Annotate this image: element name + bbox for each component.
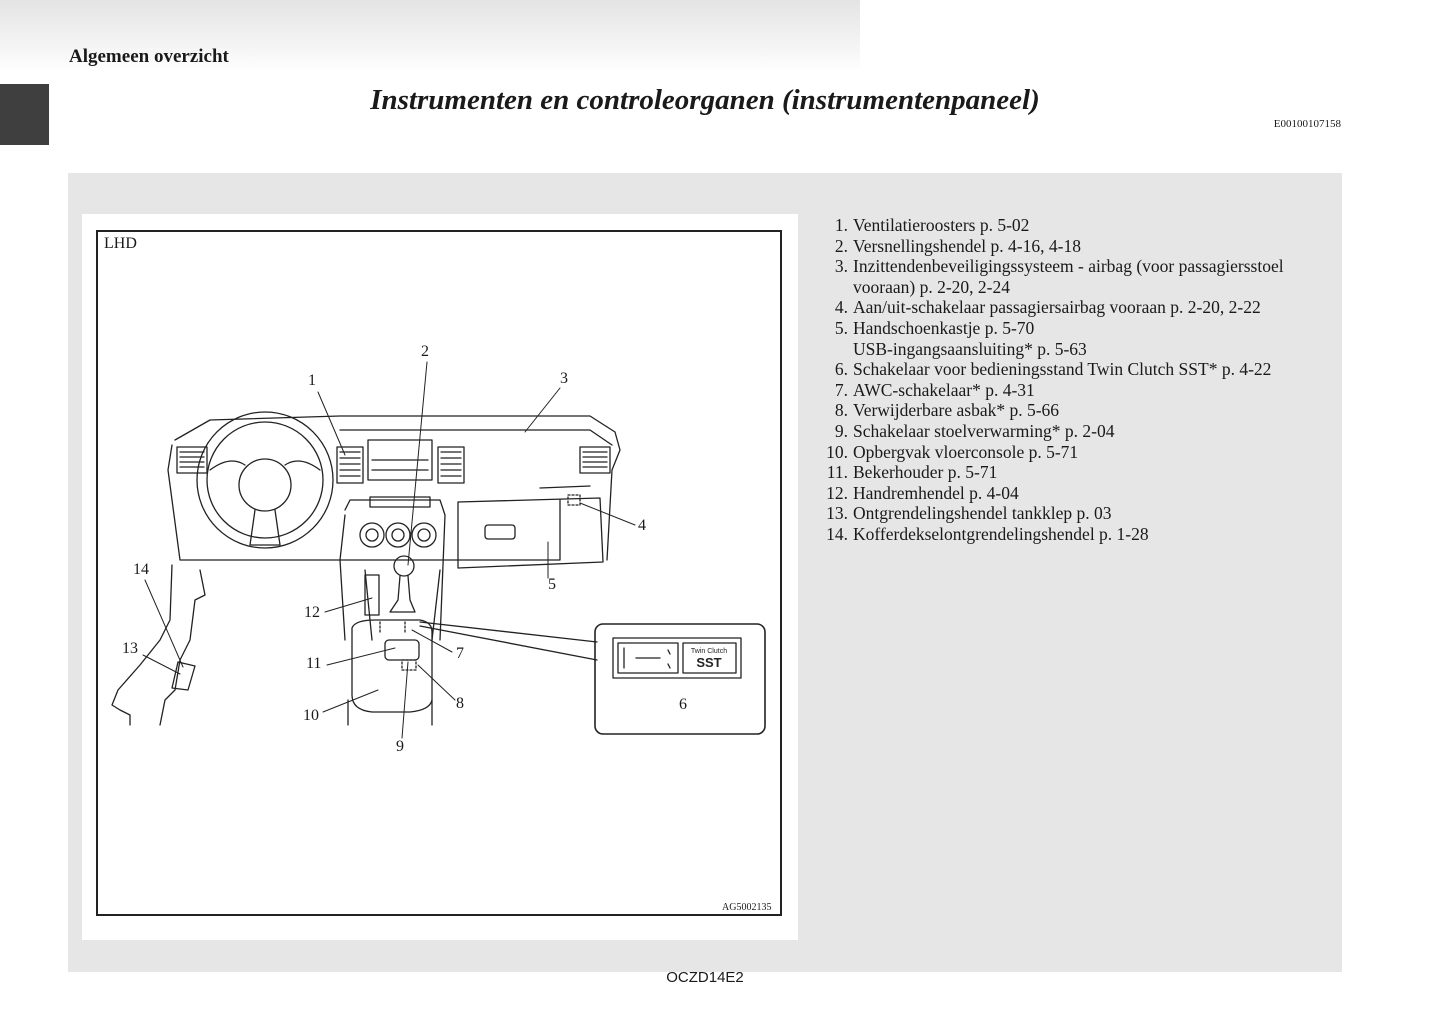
legend-item: 14. Kofferdekselontgrendelingshendel p. … [826,523,1149,544]
callout-4: 4 [638,517,646,534]
callout-13: 13 [122,640,138,657]
center-console [347,555,441,726]
callout-8: 8 [456,695,464,712]
section-label: Algemeen overzicht [69,46,229,67]
callout-14: 14 [133,561,149,578]
legend-item: 8. Verwijderbare asbak* p. 5-66 [834,400,1060,421]
figure-variant-label: LHD [104,235,137,252]
steering-wheel [196,411,334,549]
legend-item: 11. Bekerhouder p. 5-71 [826,462,998,483]
callout-1: 1 [308,372,316,389]
air-vents [176,446,611,484]
callout-2: 2 [421,343,429,360]
callout-7: 7 [456,645,464,662]
left-footwell [111,564,206,726]
callout-9: 9 [396,738,404,755]
leader-lines [142,361,636,739]
audio-unit [367,439,433,508]
callout-6: 6 [679,696,687,713]
callout-3: 3 [560,370,568,387]
legend-item: 7. AWC-schakelaar* p. 4-31 [834,379,1035,400]
inset-small-text: Twin Clutch [691,648,727,655]
legend-item: 1. Ventilatieroosters p. 5-02 [834,215,1030,235]
inset-twin-clutch: Twin Clutch SST [419,621,766,735]
legend-item: 12. Handremhendel p. 4-04 [826,482,1019,503]
legend-item: 3. Inzittendenbeveiligingssysteem - airb… [834,256,1284,297]
inset-big-text: SST [696,655,721,670]
callout-11: 11 [306,655,322,672]
legend-item: 6. Schakelaar voor bedieningsstand Twin … [834,359,1272,380]
airbag-switch [567,494,581,506]
legend-list: 1. Ventilatieroosters p. 5-02 2. Versnel… [818,215,1328,545]
legend-item: 9. Schakelaar stoelverwarming* p. 2-04 [834,420,1115,441]
document-code: E00100107158 [1273,118,1341,130]
legend-item: 2. Versnellingshendel p. 4-16, 4-18 [834,235,1081,256]
glovebox-handle [484,524,516,540]
callout-10: 10 [303,707,319,724]
figure-frame [96,230,782,916]
dashboard-outline [167,415,621,641]
climate-knobs [359,522,437,548]
figure-image-code: AG5002135 [722,902,772,913]
chapter-tab [0,84,49,145]
dashboard-illustration: Twin Clutch SST [111,361,766,739]
legend-item: 13. Ontgrendelingshendel tankklep p. 03 [826,503,1112,524]
header-band [0,0,860,72]
footer-code: OCZD14E2 [666,969,744,986]
legend-item: 4. Aan/uit-schakelaar passagiersairbag v… [834,297,1261,318]
legend-item: 10. Opbergvak vloerconsole p. 5-71 [826,441,1079,462]
callout-5: 5 [548,576,556,593]
callout-12: 12 [304,604,320,621]
page-title: Instrumenten en controleorganen (instrum… [370,84,1040,116]
